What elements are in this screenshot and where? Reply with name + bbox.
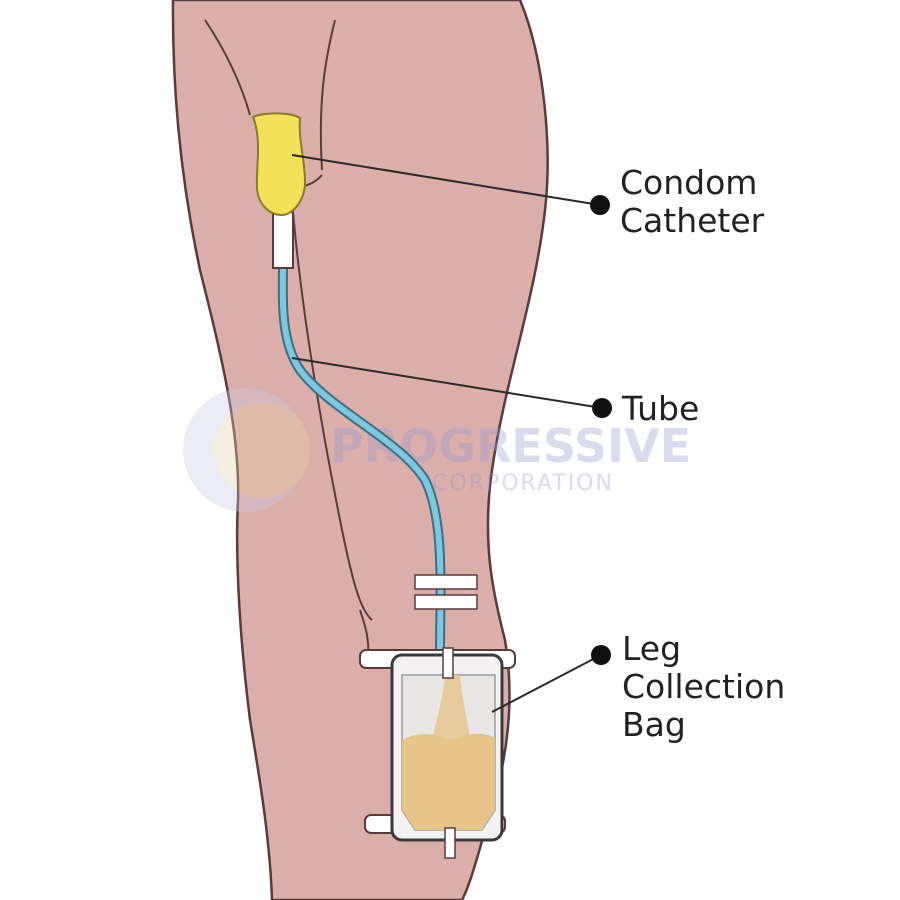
tube-strap-lower [414, 594, 478, 610]
leader-dot-condom-catheter [590, 195, 610, 215]
leader-dot-tube [592, 398, 612, 418]
label-condom-catheter-line1: Condom [620, 163, 757, 202]
tube-strap-upper [414, 574, 478, 590]
tube [279, 262, 444, 658]
watermark: PROGRESSIVE CORPORATION [183, 388, 691, 512]
urine-fill [402, 733, 495, 830]
label-leg-collection-bag-line3: Bag [622, 705, 686, 744]
groin-line-left [204, 19, 251, 116]
watermark-subtitle: CORPORATION [432, 471, 614, 496]
urine-stream [432, 675, 470, 740]
label-tube: Tube [621, 389, 699, 428]
leader-dot-leg-collection-bag [591, 645, 611, 665]
condom-catheter [251, 112, 307, 217]
label-leg-collection-bag-line1: Leg [622, 629, 681, 668]
tube-connector [272, 211, 294, 269]
leader-leg-collection-bag [491, 654, 602, 713]
groin-line-right [319, 19, 336, 171]
label-leg-collection-bag-line2: Collection [622, 667, 785, 706]
label-condom-catheter-line2: Catheter [620, 201, 765, 240]
inner-thigh-line [291, 199, 373, 621]
bag-drain-valve [444, 827, 456, 859]
leader-condom-catheter [291, 154, 601, 206]
bag-inlet [442, 647, 454, 679]
leader-tube [291, 357, 603, 409]
